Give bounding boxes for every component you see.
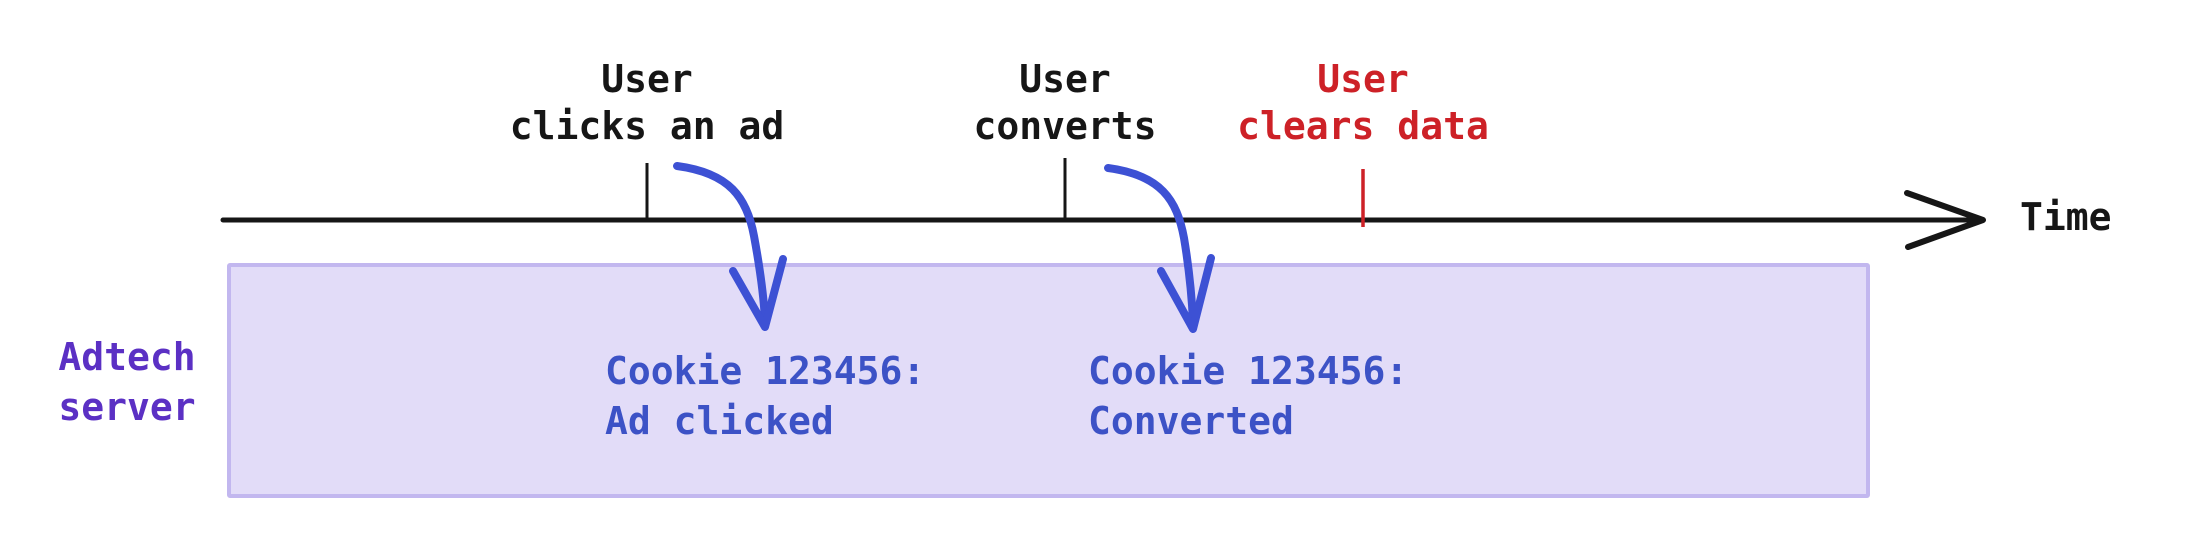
time-axis-label: Time (2020, 195, 2112, 239)
curved-down-arrow-icon (673, 162, 787, 331)
event-label-user-clears-data: User clears data (1237, 57, 1489, 148)
adtech-server-label: Adtech server (58, 335, 196, 429)
cookie-log-ad-clicked: Cookie 123456: Ad clicked (605, 349, 926, 443)
cookie-log-converted: Cookie 123456: Converted (1088, 349, 1409, 443)
curved-down-arrow-icon (1104, 164, 1215, 333)
event-label-user-clicks-ad: User clicks an ad (509, 57, 785, 148)
event-label-user-converts: User converts (973, 57, 1157, 148)
adtech-server-box (227, 263, 1870, 498)
right-arrowhead-icon (1904, 190, 1986, 250)
